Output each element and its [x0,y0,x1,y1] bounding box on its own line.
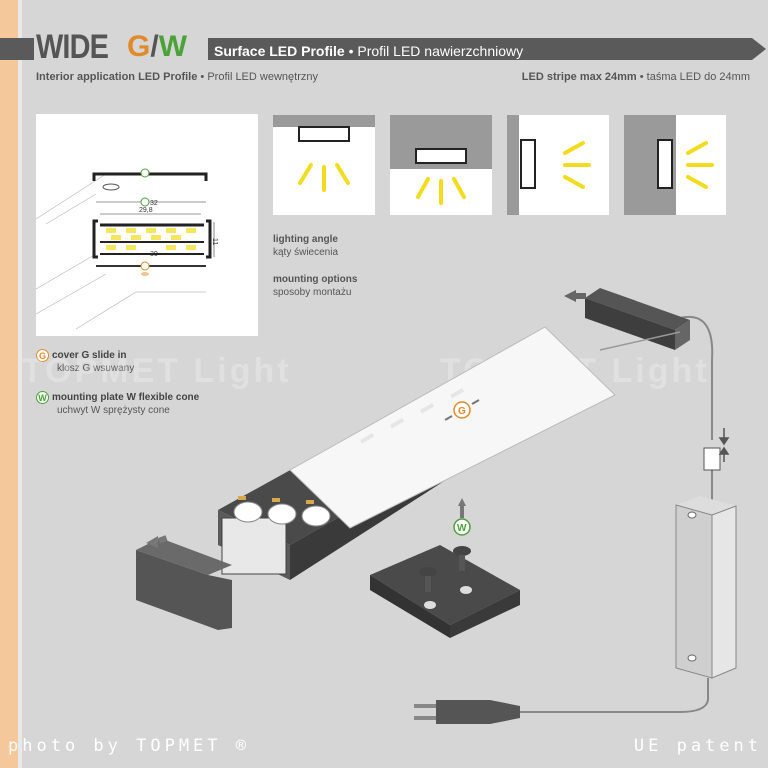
dim-11: 11 [211,238,218,245]
title-bar-bold: Surface LED Profile [214,43,345,59]
title-bar-text: Surface LED Profile • Profil LED nawierz… [214,43,523,59]
left-accent-stripe [0,0,18,768]
footer-patent: UE patent [633,736,762,756]
brand-gw: G/W [127,30,187,64]
lighting-angle-pl: kąty świecenia [273,247,339,258]
technical-drawing: 32 29,8 11 30 [35,114,258,336]
screw-icon [419,546,471,592]
lighting-angle-label: lighting angle kąty świecenia [273,233,338,259]
brand-g: G [127,30,151,63]
dim-29-8: 29,8 [139,207,153,214]
cover-pl: klosz G wsuwany [57,363,135,375]
power-plug-icon [436,700,520,724]
lighting-angle-recessed [390,115,492,215]
dim-30: 30 [150,251,158,258]
left-accent-line [18,0,22,768]
title-bar-rest: • Profil LED nawierzchniowy [344,43,524,59]
cable [679,315,714,440]
title-bar [0,30,768,66]
lighting-angle-wall-recessed [624,115,726,215]
footer-photo-credit: photo by TOPMET ® [8,736,250,756]
dim-32: 32 [150,200,158,207]
end-connector [585,288,690,330]
subtitle-right: LED stripe max 24mm • taśma LED do 24mm [522,71,750,83]
subtitle-left: Interior application LED Profile • Profi… [36,71,318,83]
mounting-options-en: mounting options [273,274,358,285]
brand-w: W [158,30,188,63]
mounting-plate [370,545,520,625]
mounting-options-pl: sposoby montażu [273,287,352,298]
plate-pl: uchwyt W sprężysty cone [57,405,170,417]
mounting-options-label: mounting options sposoby montażu [273,273,357,299]
cover-en: cover G slide in [52,350,127,362]
plate-en: mounting plate W flexible cone [52,392,200,404]
plate-w-marker-text: W [457,523,467,534]
brand-wide: WIDE [36,28,109,66]
power-supply [676,496,736,515]
watermark-left: TOPMET Light [22,352,292,390]
subtitle-right-rest: • taśma LED do 24mm [636,71,750,83]
cover-g-marker-text: G [458,406,466,417]
cable-connector [703,447,721,471]
plate-w-marker-icon [453,518,471,536]
cover-g-marker-icon [453,401,471,419]
subtitle-left-rest: • Profil LED wewnętrzny [197,71,318,83]
diffuser-cover [289,326,616,529]
power-cord [520,678,709,713]
subtitle-right-bold: LED stripe max 24mm [521,71,637,83]
plate-w-badge-icon: W [36,391,49,404]
subtitle-left-bold: Interior application LED Profile [36,71,198,83]
brand-slash: / [150,30,159,63]
lighting-angle-en: lighting angle [273,234,338,245]
lighting-angle-ceiling [273,115,375,215]
lighting-angle-wall [507,115,609,215]
end-cap [136,550,232,630]
